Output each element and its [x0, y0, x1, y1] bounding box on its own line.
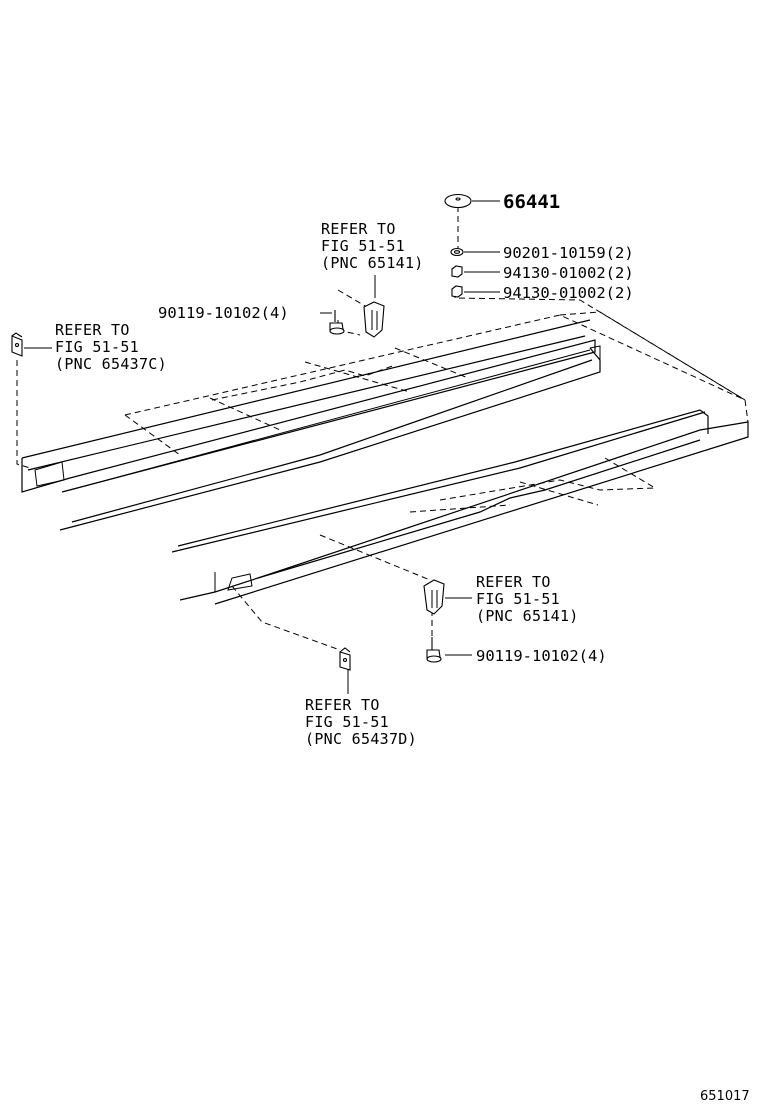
callout-line: REFER TO [321, 220, 396, 238]
screw-icon[interactable] [329, 310, 345, 335]
nut-icon[interactable] [451, 265, 463, 278]
clip-icon[interactable] [423, 579, 445, 615]
callout-line: (PNC 65437C) [55, 355, 167, 373]
bracket-icon[interactable] [339, 647, 351, 671]
lower-rocker-panel [171, 409, 749, 605]
callout-line: (PNC 65437D) [305, 730, 417, 748]
figure-id: 651017 [700, 1089, 750, 1104]
part-number-washer[interactable]: 90201-10159(2) [503, 244, 634, 262]
callout-line: FIG 51-51 [321, 237, 405, 255]
callout-right-clip[interactable]: REFER TO FIG 51-51 (PNC 65141) [476, 573, 579, 625]
part-number-screw[interactable]: 90119-10102(4) [158, 304, 289, 322]
part-number-nut[interactable]: 94130-01002(2) [503, 284, 634, 302]
part-number-screw[interactable]: 90119-10102(4) [476, 647, 607, 665]
nut-icon[interactable] [451, 285, 463, 298]
floor-outline [124, 311, 749, 581]
screw-icon[interactable] [426, 637, 442, 663]
callout-line: FIG 51-51 [55, 338, 139, 356]
callout-line: (PNC 65141) [476, 607, 579, 625]
callout-line: REFER TO [305, 696, 380, 714]
callout-line: FIG 51-51 [305, 713, 389, 731]
callout-line: (PNC 65141) [321, 254, 424, 272]
callout-line: REFER TO [476, 573, 551, 591]
callout-line: REFER TO [55, 321, 130, 339]
callout-line: FIG 51-51 [476, 590, 560, 608]
part-number-pad[interactable]: 66441 [503, 191, 560, 213]
clip-icon[interactable] [363, 301, 385, 338]
pad-icon[interactable] [444, 193, 472, 209]
washer-icon[interactable] [450, 247, 464, 257]
upper-rocker-panel [21, 319, 601, 531]
callout-bottom-bracket[interactable]: REFER TO FIG 51-51 (PNC 65437D) [305, 696, 417, 748]
bracket-icon[interactable] [11, 332, 23, 357]
part-number-nut[interactable]: 94130-01002(2) [503, 264, 634, 282]
leader-lines [16, 200, 746, 694]
callout-left-bracket[interactable]: REFER TO FIG 51-51 (PNC 65437C) [55, 321, 167, 373]
callout-top-clip[interactable]: REFER TO FIG 51-51 (PNC 65141) [321, 220, 424, 272]
